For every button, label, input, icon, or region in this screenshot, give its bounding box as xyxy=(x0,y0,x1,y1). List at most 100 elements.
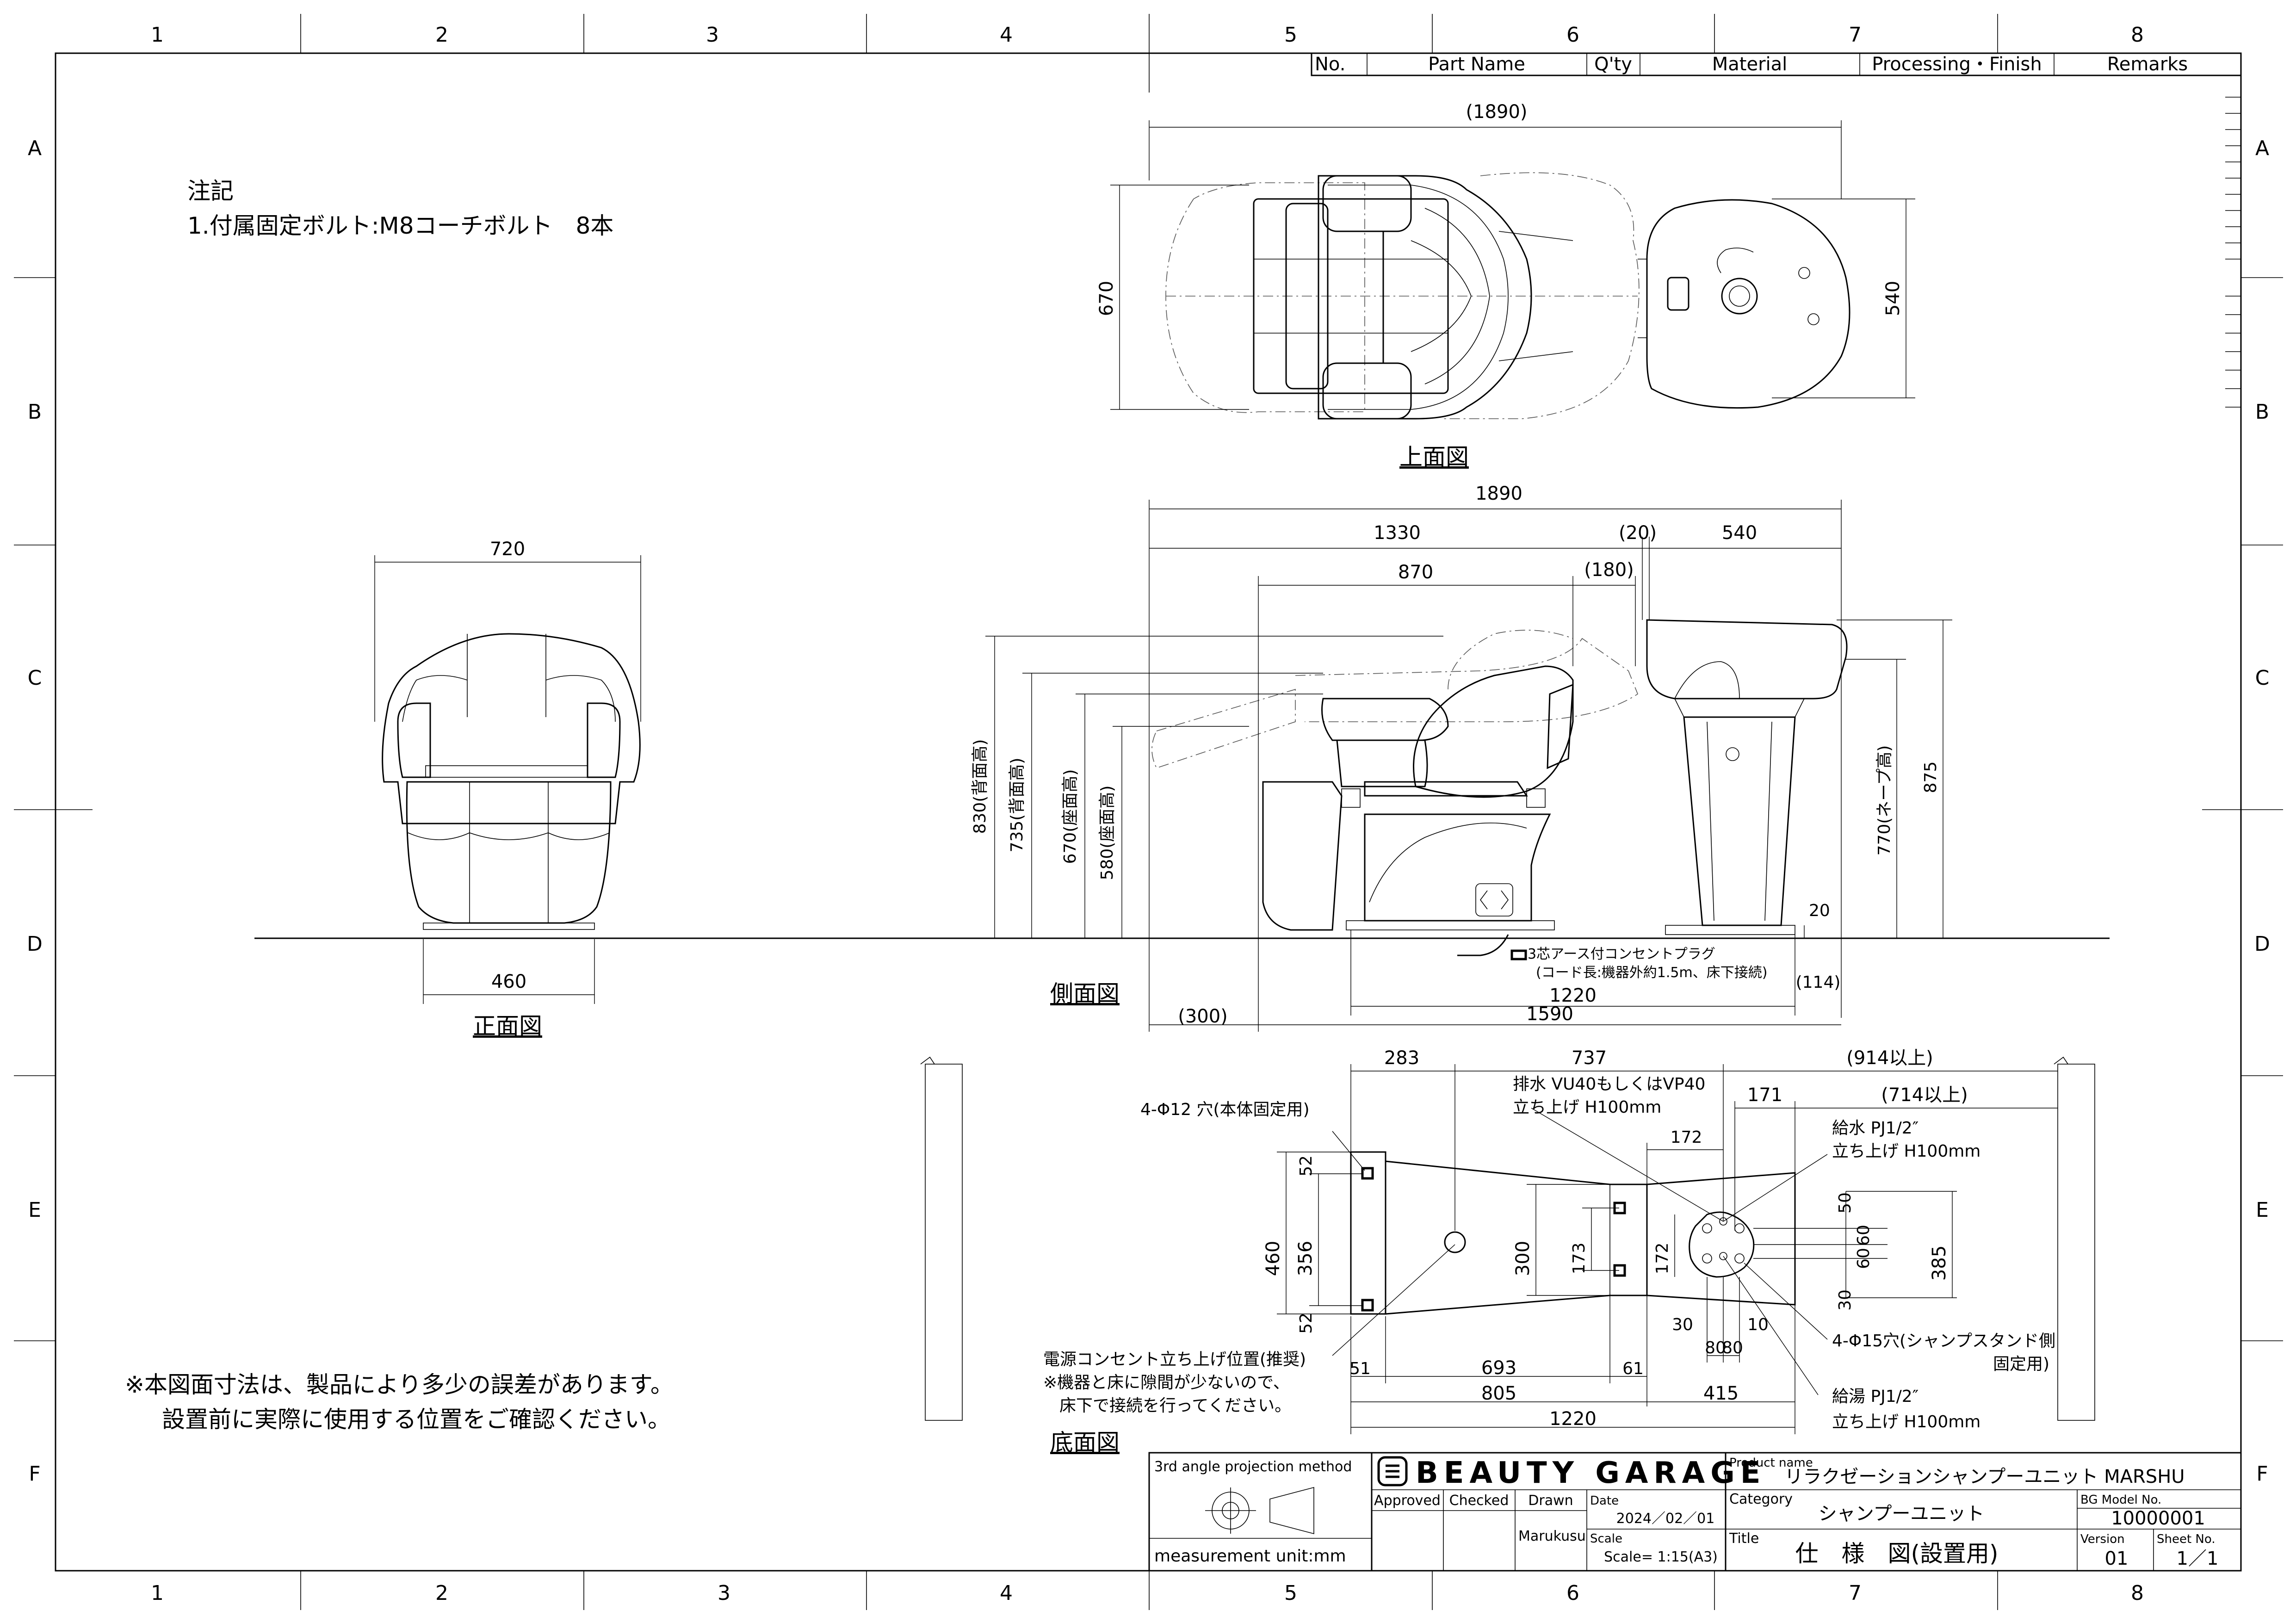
version-value: 01 xyxy=(2105,1548,2129,1569)
col-1-bottom: 1 xyxy=(151,1581,164,1605)
bottom-dim-415: 415 xyxy=(1703,1383,1739,1404)
side-dim-bowl: 540 xyxy=(1722,522,1757,544)
date-value: 2024／02／01 xyxy=(1616,1511,1715,1527)
row-C: C xyxy=(28,666,42,690)
bottom-dim-914: (914以上) xyxy=(1846,1047,1933,1069)
side-dim-seat: 870 xyxy=(1398,562,1433,583)
row-D-right: D xyxy=(2254,932,2270,956)
bottom-dim-61: 61 xyxy=(1622,1359,1644,1378)
bottom-view: 283 737 (914以上) 171 (714以上) 172 460 356 … xyxy=(920,1047,2095,1456)
bottom-dim-283: 283 xyxy=(1384,1047,1419,1069)
row-A-right: A xyxy=(2255,136,2269,160)
bottom-dim-52-bottom: 52 xyxy=(1297,1313,1316,1334)
label-drawn: Drawn xyxy=(1528,1493,1573,1509)
bottom-dim-737: 737 xyxy=(1572,1047,1607,1069)
bottom-dim-30-bottom: 30 xyxy=(1672,1315,1693,1334)
column-labels-top: 1 2 3 4 5 6 7 8 xyxy=(151,23,2144,47)
table-header-qty: Q'ty xyxy=(1594,54,1632,75)
bottom-dim-714: (714以上) xyxy=(1881,1084,1968,1106)
bottom-dim-80-a: 80 xyxy=(1705,1338,1726,1357)
col-7-bottom: 7 xyxy=(1849,1581,1862,1605)
note-power-1: 電源コンセント立ち上げ位置(推奨) xyxy=(1043,1350,1306,1369)
side-dim-recline: (180) xyxy=(1584,559,1634,581)
note-water-2: 立ち上げ H100mm xyxy=(1832,1142,1980,1161)
category-value: シャンプーユニット xyxy=(1819,1503,1985,1524)
bottom-dim-385: 385 xyxy=(1929,1245,1950,1281)
drawing-title: 仕 様 図(設置用) xyxy=(1795,1540,1998,1567)
row-F: F xyxy=(29,1462,40,1486)
note-hot-water-1: 給湯 PJ1/2″ xyxy=(1832,1387,1918,1406)
brand-name: BEAUTY GARAGE xyxy=(1416,1456,1766,1490)
column-labels-bottom: 1 2 3 4 5 6 7 8 xyxy=(151,1581,2144,1605)
row-labels-left: A B C D E F xyxy=(27,136,43,1486)
row-A: A xyxy=(28,136,42,160)
side-dim-h-seat: 580(座面高) xyxy=(1098,786,1117,880)
note-drain-1: 排水 VU40もしくはVP40 xyxy=(1513,1075,1705,1094)
top-dim-bowl: 540 xyxy=(1882,281,1904,316)
bottom-dim-171: 171 xyxy=(1747,1084,1782,1106)
notes-item-1: 1.付属固定ボルト:M8コーチボルト 8本 xyxy=(187,212,613,239)
top-dim-overall: (1890) xyxy=(1466,101,1527,123)
notes: 注記 1.付属固定ボルト:M8コーチボルト 8本 ※本図面寸法は、製品により多少… xyxy=(125,178,674,1433)
side-view: 3芯アース付コンセントプラグ (コード長:機器外約1.5m、床下接続) 1890… xyxy=(971,483,1952,1032)
label-approved: Approved xyxy=(1374,1493,1441,1509)
note-stand-holes-1: 4-Φ15穴(シャンプスタンド側 xyxy=(1832,1332,2055,1350)
label-sheet: Sheet No. xyxy=(2157,1532,2216,1546)
table-header-processing: Processing・Finish xyxy=(1872,54,2042,75)
row-F-right: F xyxy=(2256,1462,2268,1486)
label-title: Title xyxy=(1729,1530,1759,1547)
caution-line-1: ※本図面寸法は、製品により多少の誤差があります。 xyxy=(125,1371,674,1398)
col-1: 1 xyxy=(151,23,164,47)
front-dim-base: 460 xyxy=(491,971,526,992)
col-3-bottom: 3 xyxy=(718,1581,730,1605)
bottom-dim-1220: 1220 xyxy=(1549,1408,1597,1430)
top-view-label: 上面図 xyxy=(1399,444,1469,471)
col-3: 3 xyxy=(706,23,719,47)
col-6: 6 xyxy=(1566,23,1579,47)
note-water-1: 給水 PJ1/2″ xyxy=(1832,1119,1918,1138)
note-power-2: ※機器と床に隙間が少ないので、 xyxy=(1043,1373,1290,1392)
row-C-right: C xyxy=(2255,666,2270,690)
bottom-dim-173: 173 xyxy=(1570,1243,1589,1275)
side-dim-base-len: 1220 xyxy=(1549,985,1597,1006)
col-6-bottom: 6 xyxy=(1566,1581,1579,1605)
label-date: Date xyxy=(1590,1494,1619,1508)
scale-value: Scale= 1:15(A3) xyxy=(1604,1549,1718,1565)
label-scale: Scale xyxy=(1590,1532,1622,1546)
product-name: リラクゼーションシャンプーユニット MARSHU xyxy=(1784,1466,2185,1487)
side-dim-front-overhang: (300) xyxy=(1178,1006,1228,1027)
side-dim-h-bowl: 875 xyxy=(1921,762,1940,793)
frame: 1 2 3 4 5 6 7 8 1 2 3 4 5 6 7 8 A B C D … xyxy=(14,14,2283,1610)
side-dim-total-len: 1590 xyxy=(1526,1004,1573,1025)
bottom-dim-60-a: 60 xyxy=(1854,1225,1873,1246)
table-header-material: Material xyxy=(1712,54,1788,75)
caution-line-2: 設置前に実際に使用する位置をご確認ください。 xyxy=(162,1406,671,1433)
row-E-right: E xyxy=(2256,1198,2269,1222)
note-bolt-holes: 4-Φ12 穴(本体固定用) xyxy=(1140,1100,1310,1119)
measurement-unit: measurement unit:mm xyxy=(1154,1547,1346,1566)
side-dim-overall: 1890 xyxy=(1475,483,1522,504)
drawn-by: Marukusu xyxy=(1518,1528,1586,1544)
col-5: 5 xyxy=(1284,23,1297,47)
row-E: E xyxy=(28,1198,41,1222)
bottom-dim-460: 460 xyxy=(1262,1241,1284,1276)
col-5-bottom: 5 xyxy=(1284,1581,1297,1605)
side-dim-h-back-max: 830(背面高) xyxy=(971,739,990,834)
title-block: 3rd angle projection method measurement … xyxy=(1148,1452,2242,1572)
note-drain-2: 立ち上げ H100mm xyxy=(1513,1098,1661,1117)
col-2: 2 xyxy=(435,23,448,47)
side-dim-h-back: 735(背面高) xyxy=(1008,758,1027,853)
col-4: 4 xyxy=(1000,23,1013,47)
label-category: Category xyxy=(1729,1491,1793,1507)
side-dim-rear-gap: (114) xyxy=(1796,973,1841,992)
front-view-label: 正面図 xyxy=(473,1013,542,1040)
bottom-dim-693: 693 xyxy=(1481,1357,1516,1379)
top-view: (1890) 670 540 上面図 xyxy=(1096,101,1915,471)
table-header-remarks: Remarks xyxy=(2107,54,2188,75)
brand-logo-icon xyxy=(1377,1456,1408,1487)
note-hot-water-2: 立ち上げ H100mm xyxy=(1832,1412,1980,1431)
bottom-dim-80-b: 80 xyxy=(1722,1338,1743,1357)
side-dim-gap: (20) xyxy=(1619,522,1657,544)
side-dim-h-neck: 770(ネープ高) xyxy=(1875,745,1894,856)
